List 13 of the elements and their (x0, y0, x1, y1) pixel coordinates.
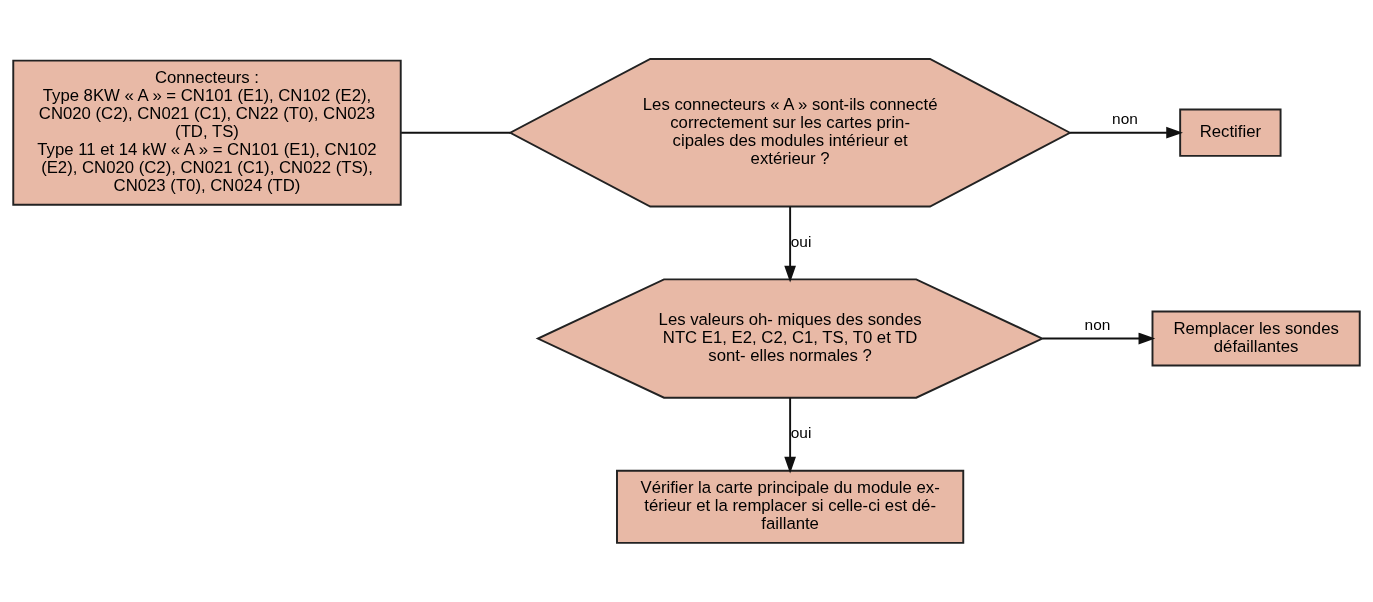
arrow (784, 396, 796, 474)
arrow (1069, 126, 1183, 139)
edge-label: oui (790, 232, 812, 250)
node-box: Connecteurs : Type 8KW « A » = CN101 (E1), CN102 (E2), CN020 (C2), CN021 (C1), CN22 (T0), CN023 (TD, TS) Type 11 et 14 kW « A » = CN101 (E1), CN102 (E2), CN020 (C2), CN021 (C1), CN022 (TS), CN023 (T0), CN024 (TD) (12, 59, 402, 206)
arrow (784, 205, 796, 283)
edge-label: oui (790, 424, 812, 442)
node-box: Vérifier la carte principale du module ex- térieur et la remplacer si celle-ci est dé- faillante (616, 469, 965, 544)
arrow (1041, 332, 1156, 345)
edge-label: non (1084, 316, 1111, 334)
node-box: Rectifier (1179, 108, 1282, 157)
node-box: Remplacer les sondes défaillantes (1151, 310, 1361, 367)
connector (400, 131, 512, 134)
edge-label: non (1112, 110, 1138, 128)
